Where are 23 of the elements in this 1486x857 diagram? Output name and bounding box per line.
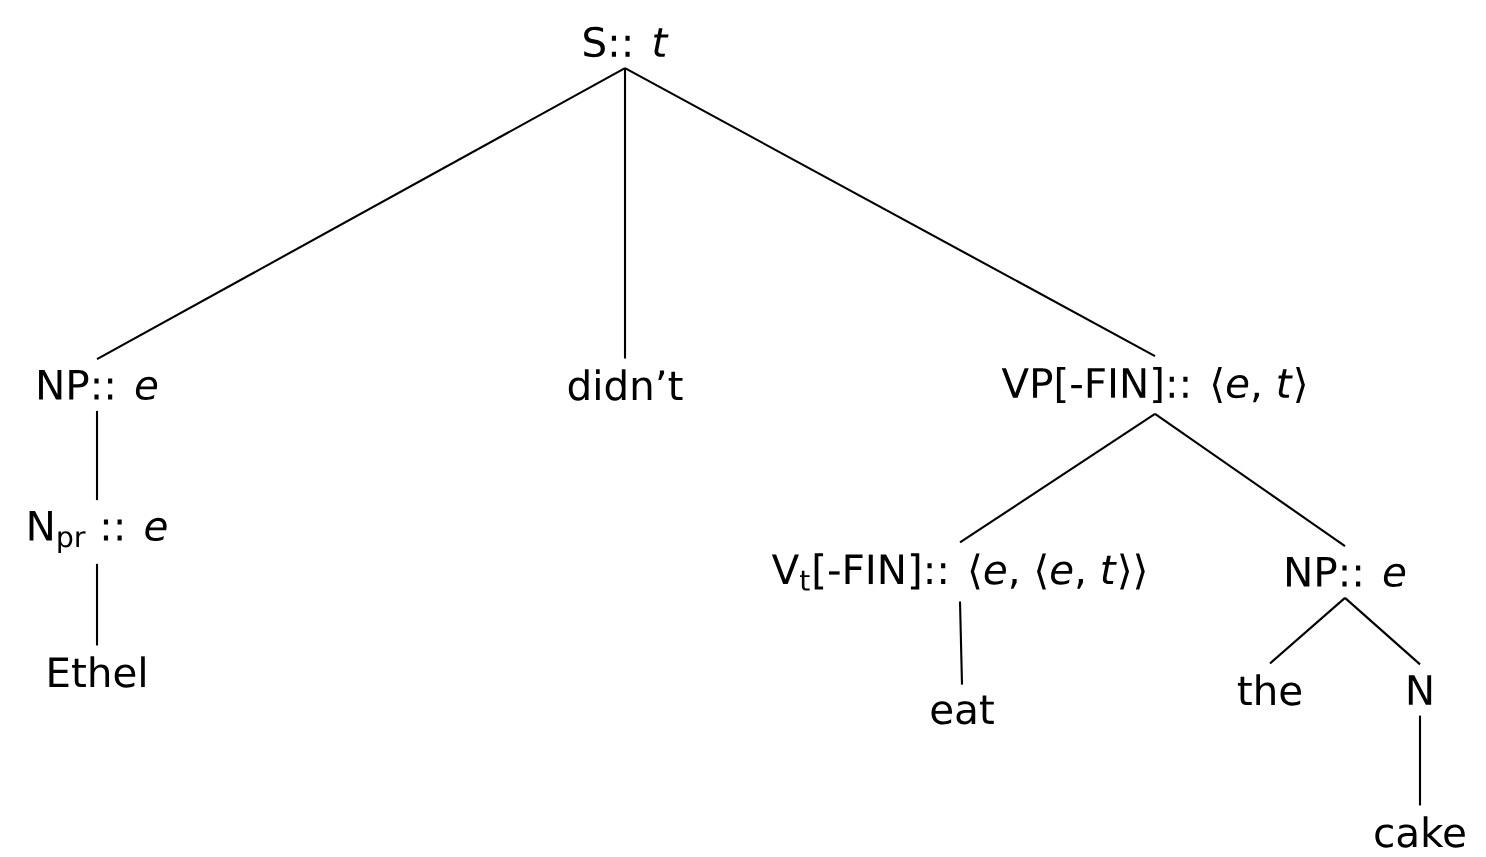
branch-line bbox=[1344, 597, 1421, 666]
tree-label: S:: t bbox=[584, 26, 669, 58]
branch-line bbox=[1269, 597, 1346, 665]
tree-label: cake bbox=[1375, 816, 1465, 848]
tree-label: the bbox=[1237, 674, 1301, 706]
branch-line bbox=[623, 68, 627, 359]
tree-label: NP:: e bbox=[1287, 556, 1406, 587]
branch-line bbox=[1154, 413, 1346, 547]
branch-line bbox=[958, 601, 964, 685]
branch-line bbox=[1418, 715, 1422, 806]
tree-label: V$_{t}$[-FIN]:: ⟨e, ⟨e, t⟩⟩ bbox=[771, 553, 1145, 591]
branch-line bbox=[95, 410, 99, 501]
branch-line bbox=[96, 67, 626, 360]
tree-label: VP[-FIN]:: ⟨e, t⟩ bbox=[1001, 366, 1305, 403]
tree-label: NP:: e bbox=[39, 369, 158, 400]
tree-label: N bbox=[1408, 675, 1432, 705]
branch-line bbox=[624, 67, 1156, 357]
branch-line bbox=[959, 413, 1156, 544]
branch-line bbox=[95, 563, 99, 646]
tree-label: Ethel bbox=[49, 656, 145, 688]
tree-label: didn’t bbox=[568, 369, 683, 401]
tree-label: eat bbox=[931, 695, 994, 725]
tree-label: N$_{pr}$ :: e bbox=[29, 511, 167, 553]
